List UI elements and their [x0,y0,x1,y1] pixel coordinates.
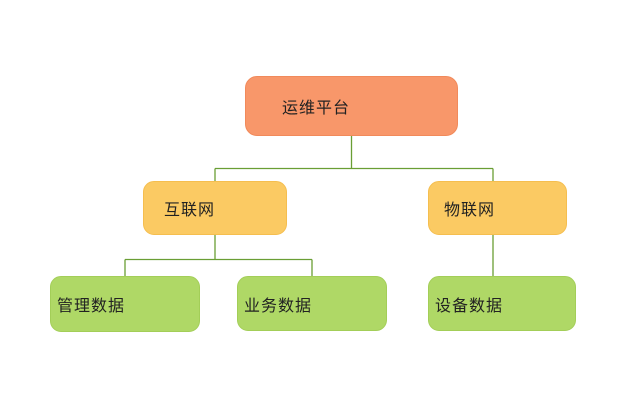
node-business-data-label: 业务数据 [244,295,313,315]
connector-root-to-level2 [214,136,494,181]
node-management-data-label: 管理数据 [57,296,126,315]
node-ops-platform[interactable]: 运维平台 [245,76,458,136]
node-iot[interactable]: 物联网 [428,181,567,235]
node-internet[interactable]: 互联网 [143,181,287,235]
node-iot-label: 物联网 [444,200,496,219]
node-ops-platform-label: 运维平台 [282,98,351,117]
connector-internet-to-children [124,235,313,276]
node-management-data[interactable]: 管理数据 [50,276,200,332]
node-device-data-label: 设备数据 [435,295,504,315]
node-internet-label: 互联网 [164,200,216,219]
node-business-data[interactable]: 业务数据 [237,276,387,331]
node-device-data[interactable]: 设备数据 [428,276,576,331]
